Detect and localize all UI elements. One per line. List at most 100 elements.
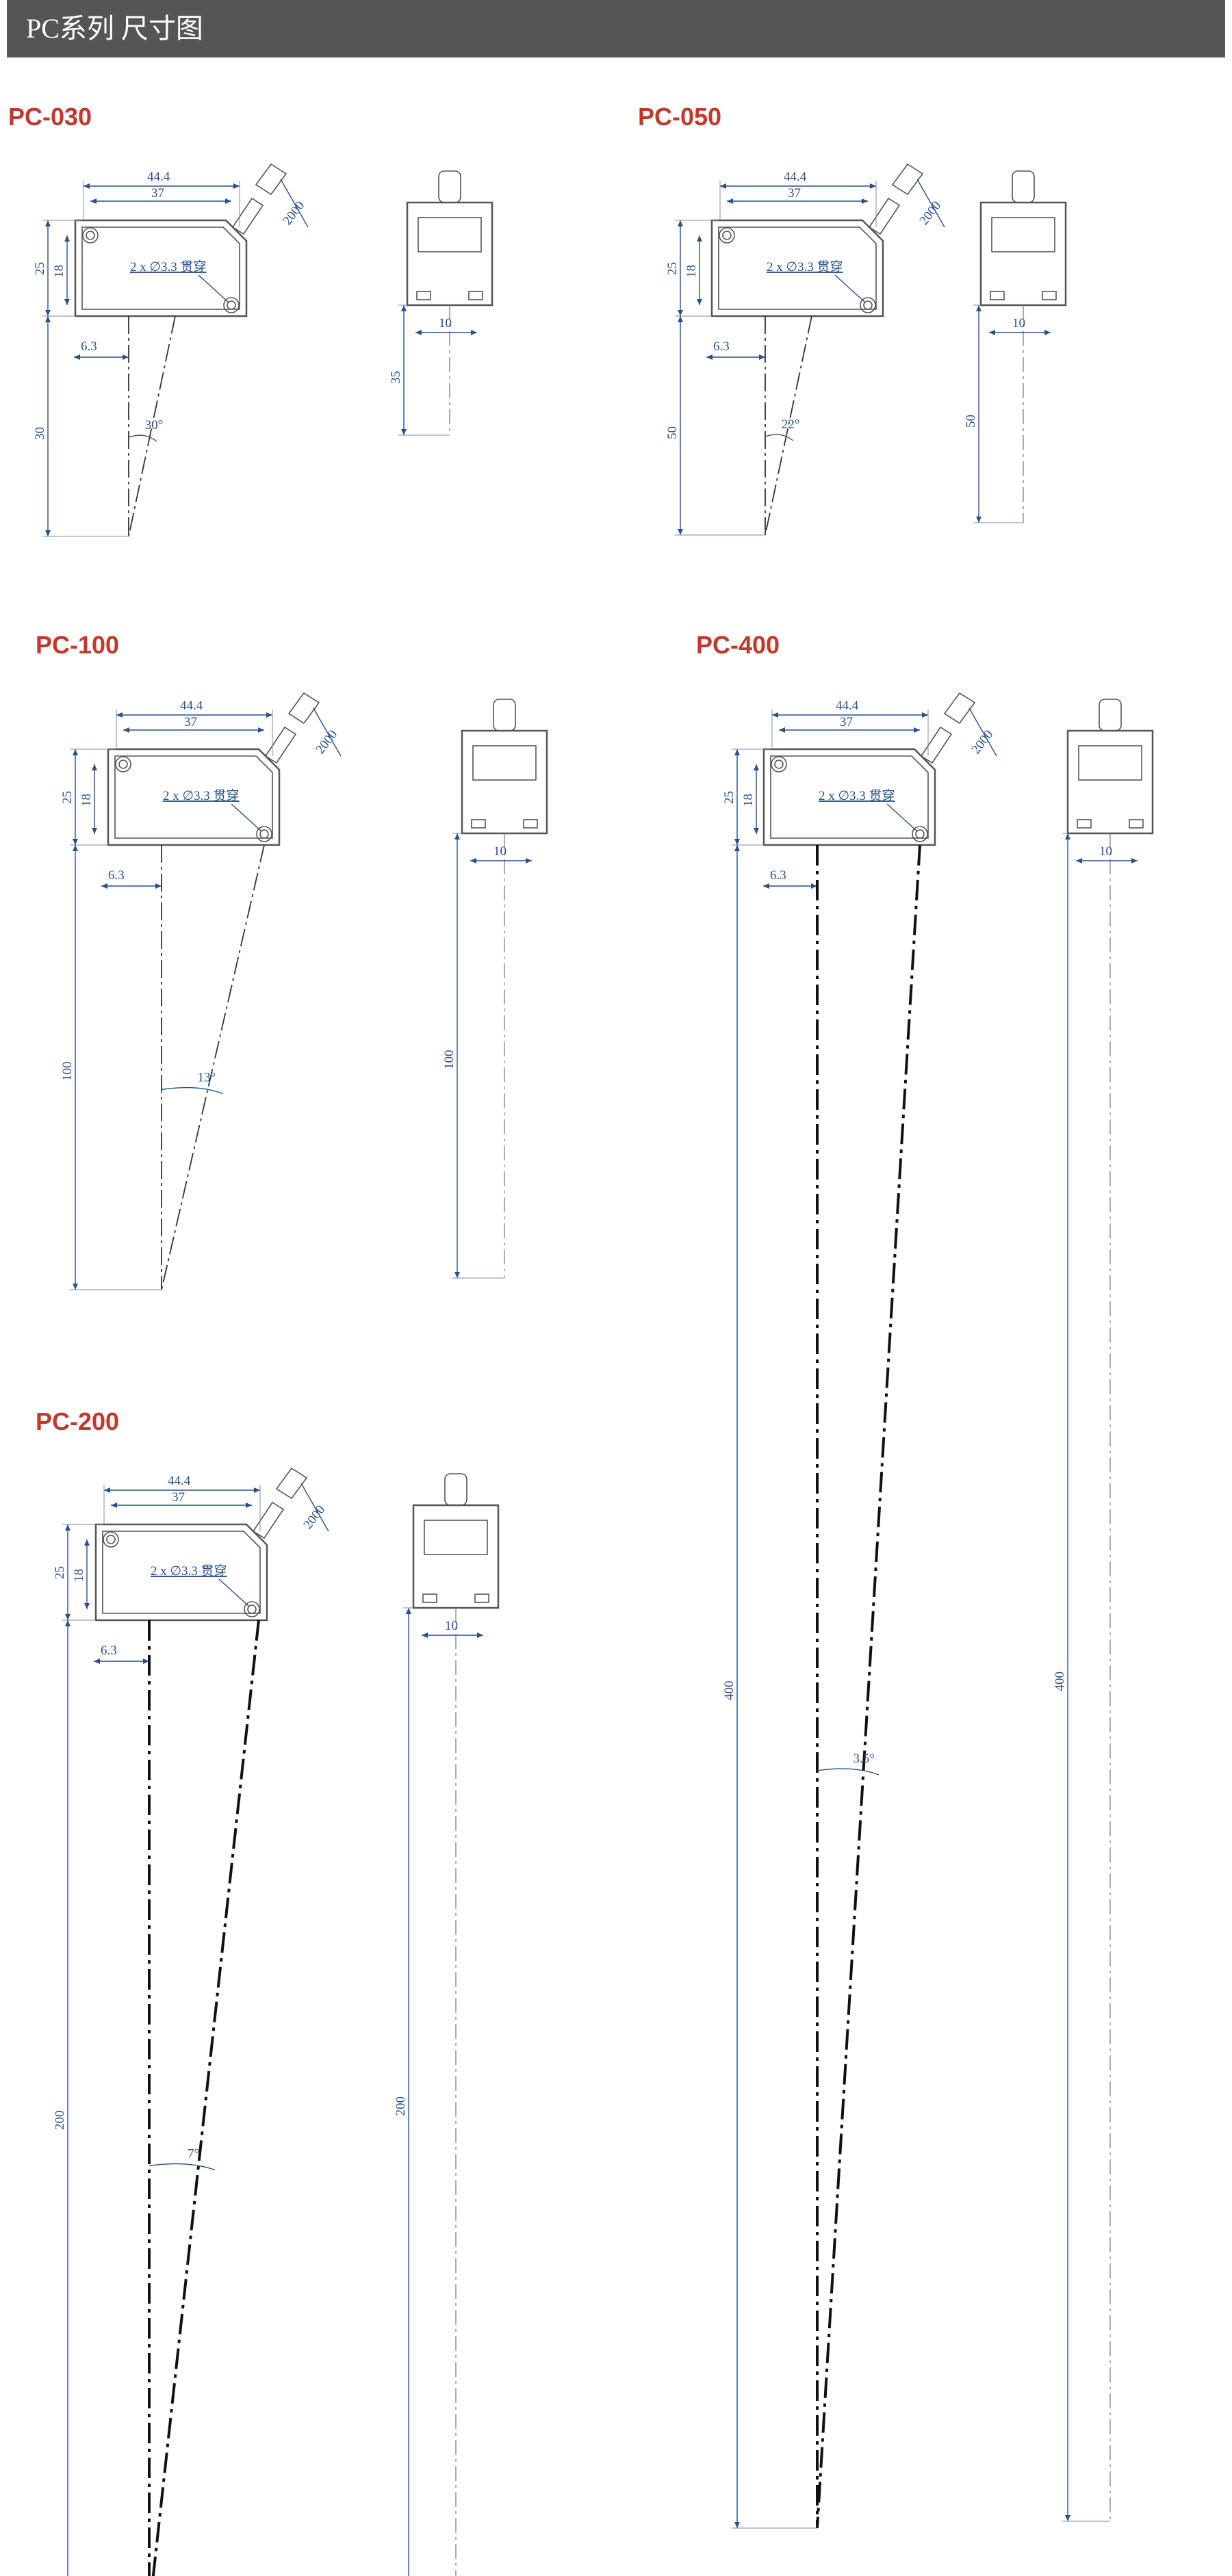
sensor-inner-outline [718,226,877,310]
front-cable [444,1473,467,1506]
arrowhead [155,883,162,889]
arrowhead [401,429,407,435]
arrowhead [477,1632,483,1638]
arrowhead [258,727,264,733]
hole-leader [218,1578,250,1607]
arrowhead [734,2522,740,2528]
mounting-hole [719,227,735,244]
arrowhead [811,883,817,889]
cable-connector [891,163,924,196]
dim-angle: 3.5° [854,1752,875,1766]
dim-distance: 100 [60,1062,75,1082]
arrowhead [772,712,778,718]
dim-width-outer: 44.4 [147,170,170,184]
dim-height-inner: 18 [52,265,66,278]
beam-edge [128,315,176,537]
cable-connector [255,163,287,196]
arrowhead [720,183,726,189]
dim-front-width: 10 [439,316,452,330]
arrowhead [65,1620,70,1626]
mounting-hole [82,227,99,244]
sensor-body [710,219,884,317]
arrowhead [73,1284,78,1290]
mounting-hole [106,1535,116,1544]
dim-distance: 30 [33,427,47,440]
hole-note: 2 x ∅3.3 贯穿 [819,788,895,803]
mounting-hole [103,1531,119,1548]
dim-distance: 200 [53,2111,67,2131]
arrowhead [84,183,90,189]
model-title: PC-050 [638,103,721,131]
arrowhead [759,354,765,360]
angle-arc [161,1087,224,1095]
cable-gland [264,726,297,764]
cable-connector [275,1467,308,1500]
arrowhead [92,764,97,770]
arrowhead [92,828,97,834]
dim-cable: 2000 [968,727,996,757]
dim-height-inner: 18 [741,794,756,807]
dim-width-outer: 44.4 [836,699,859,713]
mounting-hole [227,300,236,310]
arrowhead [422,1632,428,1638]
arrowhead [254,1487,260,1493]
angle-arc [817,1768,880,1775]
hole-leader [886,803,918,832]
arrowhead [922,712,928,718]
arrowhead [225,198,231,204]
mounting-hole [256,826,272,842]
mounting-hole [115,756,131,772]
arrowhead [116,712,123,718]
dim-height-outer: 25 [33,262,47,275]
arrowhead [64,235,70,242]
arrowhead [143,1658,149,1664]
arrowhead [266,712,272,718]
cable-connector [287,692,320,725]
front-cable [493,699,516,731]
arrowhead [1065,2515,1070,2521]
arrowhead [734,845,740,851]
dim-offset: 6.3 [713,339,730,354]
arrowhead [401,305,407,311]
front-window [472,745,537,781]
arrowhead [90,198,97,204]
front-led [523,819,538,829]
arrowhead [233,183,240,189]
arrowhead [415,330,422,335]
dim-front-distance: 400 [1053,1671,1067,1691]
dim-front-width: 10 [1099,844,1112,859]
arrowhead [73,839,78,845]
mounting-hole [118,759,128,769]
header-bar: PC系列 尺寸图 [7,0,1225,57]
hole-note: 2 x ∅3.3 贯穿 [767,259,843,274]
arrowhead [862,198,868,204]
mounting-hole [771,756,787,772]
dim-angle: 22° [782,417,800,432]
dim-line-cable [968,707,997,757]
arrowhead [976,517,981,523]
beam-edge [765,315,812,536]
dim-distance: 400 [722,1681,736,1701]
cable-gland [252,1501,285,1539]
mounting-hole [259,829,269,839]
beam-edge [161,844,265,1290]
arrowhead [754,828,759,834]
mounting-hole [247,1604,257,1614]
arrowhead [45,310,51,316]
front-window [418,217,482,252]
arrowhead [65,1524,70,1531]
cable-gland [868,197,901,235]
arrowhead [526,858,532,863]
dim-width-outer: 44.4 [168,1474,191,1488]
arrowhead [1044,330,1051,335]
mounting-hole [244,1601,260,1617]
dim-line-cable [313,707,342,757]
arrowhead [101,883,107,889]
model-title: PC-400 [696,631,780,659]
arrowhead [471,330,477,335]
hole-note: 2 x ∅3.3 贯穿 [163,788,240,803]
sensor-inner-outline [81,226,240,310]
